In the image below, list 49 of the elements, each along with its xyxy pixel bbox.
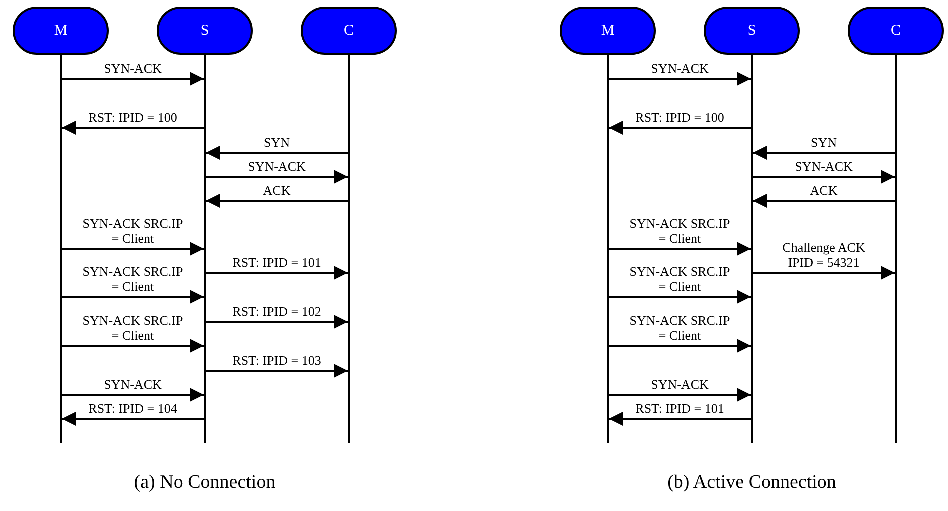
message-label: RST: IPID = 100 [634,110,726,125]
message-label: ACK [262,183,292,198]
participant-box: S [157,7,253,55]
message-arrow [206,266,348,280]
message-label: ACK [809,183,839,198]
message-label: SYN-ACK [650,61,710,76]
message-label: RST: IPID = 102 [232,304,322,319]
message-arrow [609,72,751,86]
participant-box: S [704,7,800,55]
message-arrow [62,388,204,402]
message-arrow [609,121,751,135]
message-arrow [609,290,751,304]
message-arrow [62,412,204,426]
message-arrow [753,266,895,280]
participant-box: C [301,7,397,55]
message-arrow [609,242,751,256]
message-arrow [753,170,895,184]
message-arrow [62,339,204,353]
message-label: SYN-ACK [103,61,163,76]
message-arrow [206,315,348,329]
message-label: RST: IPID = 104 [88,401,178,416]
message-arrow [62,290,204,304]
message-arrow [62,72,204,86]
message-label: RST: IPID = 101 [232,255,322,270]
message-label: SYN-ACK [794,159,854,174]
message-label: SYN-ACK [247,159,307,174]
message-arrow [753,146,895,160]
participant-box: M [13,7,109,55]
subfigure-caption: (b) Active Connection [668,472,836,494]
subfigure-caption: (a) No Connection [134,472,276,494]
message-arrow [206,170,348,184]
message-arrow [206,194,348,208]
message-label: RST: IPID = 100 [88,110,178,125]
message-label: SYN-ACK [103,377,163,392]
message-arrow [62,242,204,256]
participant-box: M [560,7,656,55]
message-label: SYN [810,135,838,150]
message-arrow [206,146,348,160]
message-label: RST: IPID = 103 [232,353,322,368]
message-arrow [206,364,348,378]
message-arrow [609,412,751,426]
message-arrow [609,388,751,402]
participant-box: C [848,7,944,55]
message-label: SYN [262,135,291,150]
message-arrow [609,339,751,353]
message-label: RST: IPID = 101 [634,401,726,416]
message-arrow [753,194,895,208]
message-label: SYN-ACK [650,377,710,392]
message-arrow [62,121,204,135]
